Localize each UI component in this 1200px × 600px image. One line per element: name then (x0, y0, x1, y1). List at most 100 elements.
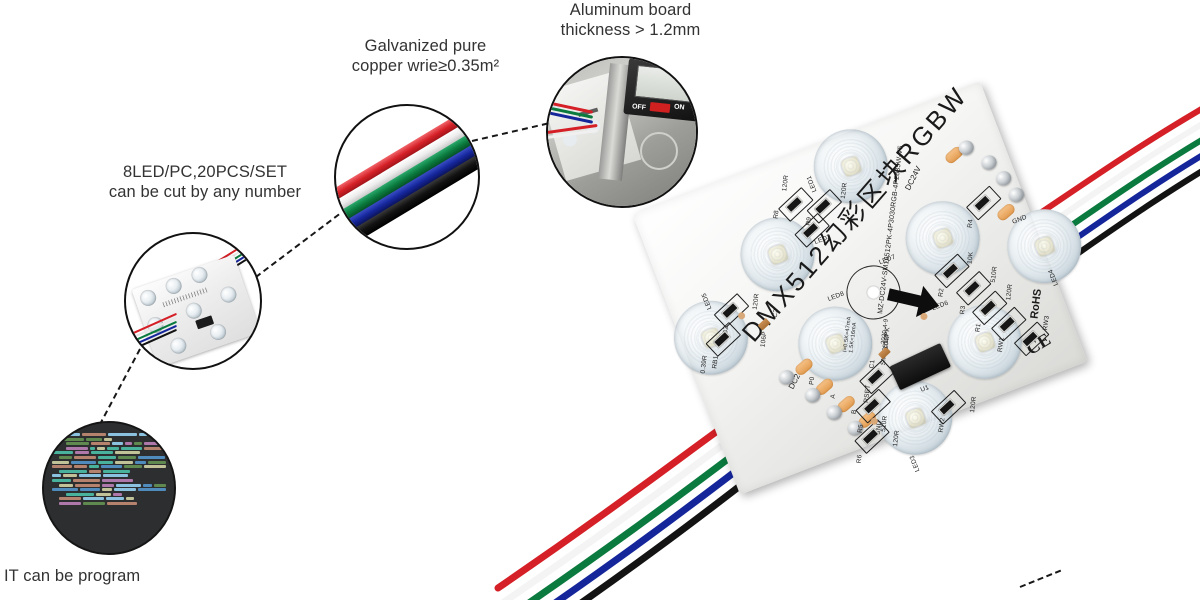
led-label-7: LED7 (878, 253, 897, 267)
resistor-pad-rset (859, 359, 895, 395)
aluminum-board-label: Aluminum board thickness > 1.2mm (560, 1, 701, 39)
caliper-measurement-photo: CE OFF ON (548, 58, 696, 206)
resistor-value-r8: 120R (781, 174, 791, 192)
pad-a (813, 376, 836, 398)
code-line (52, 451, 166, 455)
solder-joint-b (824, 403, 844, 422)
resistor-pad-rw1 (990, 306, 1027, 342)
pad-label-a: A (829, 393, 838, 399)
model-number-silkscreen: MZ-DC24V-SM16512PK-4P3030RGB-4P2835W-V5 (877, 145, 905, 315)
pad-label-out-b: B (980, 199, 988, 208)
solder-joint-p0 (777, 368, 797, 387)
capacitor-value-c1: 104P (882, 333, 892, 350)
code-line (66, 442, 167, 446)
resistor-pad-r3 (955, 270, 992, 306)
resistor-label-r1: R1 (974, 322, 983, 333)
current-note-silkscreen: I=0.5K=47mA 1.5K=16mA (842, 316, 859, 354)
driver-ic (889, 343, 952, 391)
led-6 (936, 294, 1033, 390)
pad-label-gnd: GND (874, 420, 884, 436)
code-line (59, 469, 166, 473)
solder-joint-out-1 (956, 138, 976, 157)
ic-part-label: SM16512PK (879, 326, 892, 366)
programmable-label: IT can be program (4, 567, 141, 585)
resistor-value-r5: 510R (879, 415, 889, 433)
code-line (59, 483, 166, 487)
solder-joint-out-2 (979, 153, 999, 172)
solder-joint-out-3 (994, 168, 1014, 188)
pad-label-p0: P0 (808, 376, 817, 386)
code-line (59, 501, 166, 505)
capacitor-value-c2: 106P (759, 330, 769, 348)
resistor-pad-r9 (806, 188, 843, 224)
code-line (66, 492, 166, 496)
test-pad-1 (737, 311, 747, 321)
pad-gnd (856, 409, 878, 431)
code-line (59, 455, 166, 459)
resistor-pad-r2 (934, 253, 970, 289)
resistor-rb2 (720, 301, 740, 320)
pad-p0 (793, 356, 815, 378)
cable-closeup-photo (336, 106, 478, 248)
resistor-pad-rb2 (713, 293, 750, 329)
resistor-rset (866, 367, 885, 386)
resistor-value-r1: 120R (1005, 283, 1015, 301)
resistor-value-r3: 510R (989, 265, 999, 284)
solder-joint-a (803, 385, 823, 405)
code-line (52, 460, 167, 464)
pad-out-2 (995, 201, 1017, 223)
resistor-rb1 (712, 330, 732, 349)
resistor-pad-r1 (971, 290, 1008, 326)
solder-joint-gnd (845, 418, 865, 438)
resistor-rw1 (997, 315, 1017, 334)
code-line (52, 465, 166, 469)
rohs-mark: RoHS (1028, 288, 1045, 320)
aluminum-callout-circle: CE OFF ON (546, 56, 698, 208)
resistor-label-r3: R3 (959, 305, 968, 315)
capacitor-c2 (757, 317, 771, 331)
resistor-pad-r5 (855, 388, 892, 424)
resistor-pad-r8 (777, 186, 814, 222)
led-label-8: LED8 (826, 290, 846, 303)
test-pad-2 (919, 311, 929, 321)
code-line (52, 437, 166, 441)
source-code-screen (44, 423, 174, 553)
resistor-label-r8: R8 (772, 209, 781, 220)
programmable-callout-circle (42, 421, 176, 555)
cable-callout-circle (334, 104, 480, 250)
capacitor-label-c2: C2 (771, 308, 780, 319)
led-count-label: 8LED/PC,20PCS/SET can be cut by any numb… (108, 163, 302, 201)
resistor-r2 (941, 261, 960, 281)
leader-board-bottom (1019, 569, 1062, 588)
code-line (52, 488, 166, 492)
voltage-mark-2: DC24V (786, 363, 807, 391)
ce-mark: CE (1022, 328, 1055, 359)
led-8 (787, 295, 884, 392)
led-label-6: LED6 (931, 299, 950, 313)
mounting-hole (838, 257, 909, 328)
code-line (52, 478, 166, 482)
voltage-mark-1: DC24V (903, 164, 923, 192)
led-label-1: LED1 (805, 174, 819, 194)
led-7 (894, 190, 991, 286)
resistor-value-rb2: 120R (751, 293, 761, 311)
pad-out-1 (943, 144, 965, 166)
resistor-r1 (978, 298, 998, 317)
led-label-5: LED5 (700, 291, 714, 311)
resistor-r10 (801, 221, 820, 240)
capacitor-c1 (878, 346, 891, 360)
ic-designator-label: U1 (919, 384, 931, 394)
led-label-2: LED2 (813, 233, 832, 246)
resistor-pad-rw3 (1013, 321, 1050, 357)
resistor-r8 (784, 195, 804, 214)
resistor-r9 (813, 197, 833, 216)
mini-pcb (131, 254, 260, 368)
resistor-label-rb1: RB1 (711, 355, 720, 370)
resistor-pad-r10 (794, 212, 830, 248)
led-module-callout-circle (124, 232, 262, 370)
capacitor-label-c1: C1 (868, 359, 877, 369)
resistor-label-r6: R6 (855, 454, 864, 464)
resistor-label-rw1: RW1 (996, 336, 1006, 353)
resistor-value-rb1: 0.39R (699, 354, 709, 374)
